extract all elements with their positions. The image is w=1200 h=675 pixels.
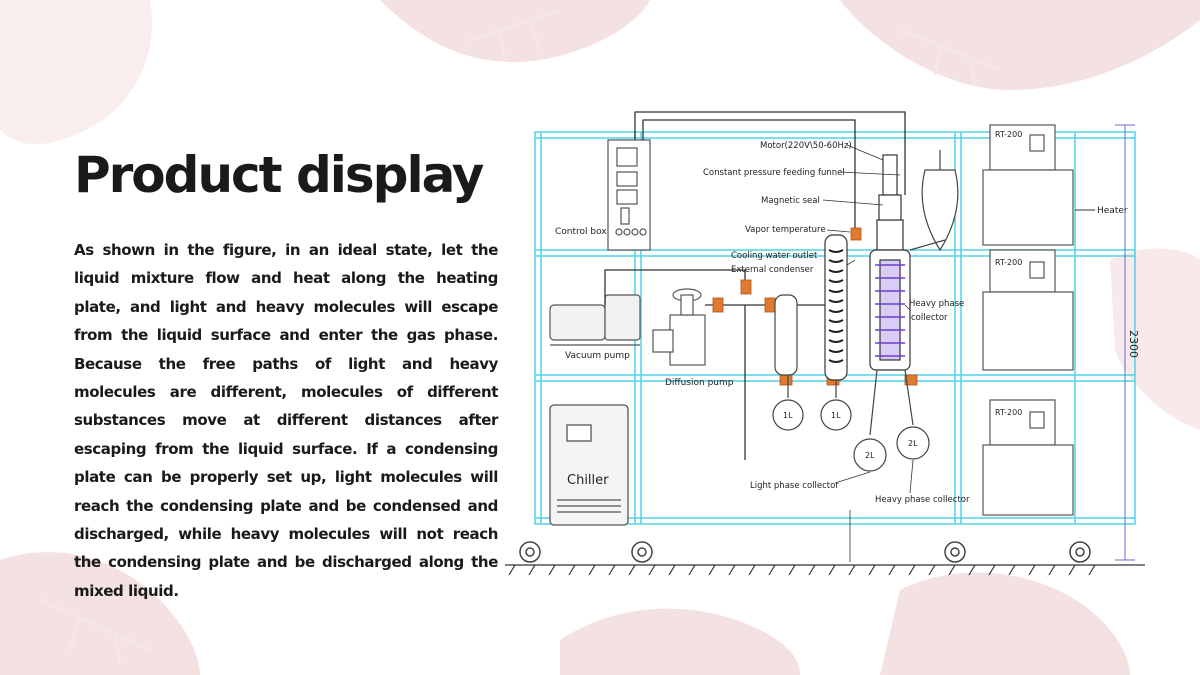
chiller-label: Chiller	[567, 473, 609, 488]
diffusion-pump-label: Diffusion pump	[665, 378, 734, 388]
heavy-phase-collector-label-1: Heavy phase	[909, 299, 964, 309]
caster-wheels	[519, 541, 1091, 563]
motor-label: Motor(220V\50-60Hz)	[760, 141, 852, 151]
page-title: Product display	[74, 146, 484, 204]
control-box	[607, 139, 651, 251]
chiller	[549, 404, 629, 526]
heavy-phase-collector-bottom-label: Heavy phase collector	[875, 495, 970, 505]
heater-label: Heater	[1097, 206, 1128, 216]
magnetic-seal-label: Magnetic seal	[761, 196, 820, 206]
heater-1-label: RT-200	[995, 130, 1022, 139]
heater-3-label: RT-200	[995, 408, 1022, 417]
flask-2l-a-label: 2L	[865, 451, 875, 460]
control-box-label: Control box	[555, 227, 607, 237]
cold-trap	[774, 294, 798, 376]
leader-lines	[822, 144, 914, 562]
external-condenser-label: External condenser	[731, 265, 814, 275]
heater-2-label: RT-200	[995, 258, 1022, 267]
vacuum-pump-label: Vacuum pump	[565, 351, 630, 361]
distillation-diagram: 2300 Control box Vacuum pump Diffusion p…	[505, 111, 1145, 576]
evaporator-column	[869, 154, 911, 371]
description-paragraph: As shown in the figure, in an ideal stat…	[74, 241, 498, 600]
dimension-label: 2300	[1127, 330, 1140, 358]
ground	[505, 564, 1145, 576]
feeding-funnel-label: Constant pressure feeding funnel	[703, 168, 845, 178]
heaters	[982, 124, 1074, 516]
flask-1l-a-label: 1L	[783, 411, 793, 420]
flasks	[772, 369, 930, 472]
light-phase-collector-label: Light phase collector	[750, 481, 839, 491]
external-condenser	[824, 234, 848, 381]
heavy-phase-collector-label-2: collector	[911, 313, 948, 323]
flask-2l-b-label: 2L	[908, 439, 918, 448]
feeding-funnel	[909, 150, 959, 252]
flask-1l-b-label: 1L	[831, 411, 841, 420]
diffusion-pump	[652, 288, 706, 366]
dimension-line	[1115, 124, 1135, 561]
vacuum-pump	[549, 294, 641, 346]
cooling-water-outlet-label: Cooling water outlet	[731, 251, 818, 261]
vapor-temperature-label: Vapor temperature	[745, 225, 826, 235]
